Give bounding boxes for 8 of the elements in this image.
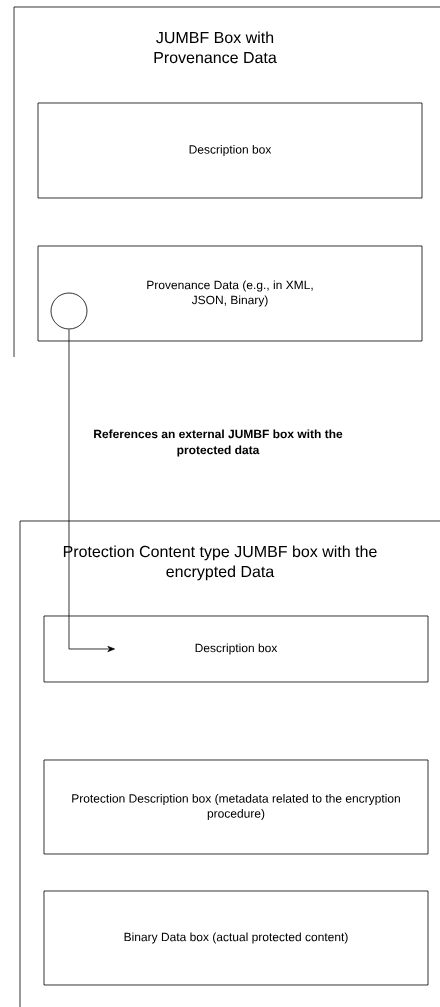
reference-circle [50, 292, 88, 330]
arrow [68, 329, 115, 652]
box: Provenance Data (e.g., in XML, JSON, Binary) [37, 245, 423, 342]
box: Binary Data box (actual protected content) [43, 890, 429, 986]
box: Protection Description box (metadata related to the encryption procedure) [43, 759, 429, 855]
edge-label: References an external JUMBF box with the protected data [94, 429, 343, 457]
box: Description box [37, 102, 423, 199]
box: Description box [43, 615, 429, 683]
